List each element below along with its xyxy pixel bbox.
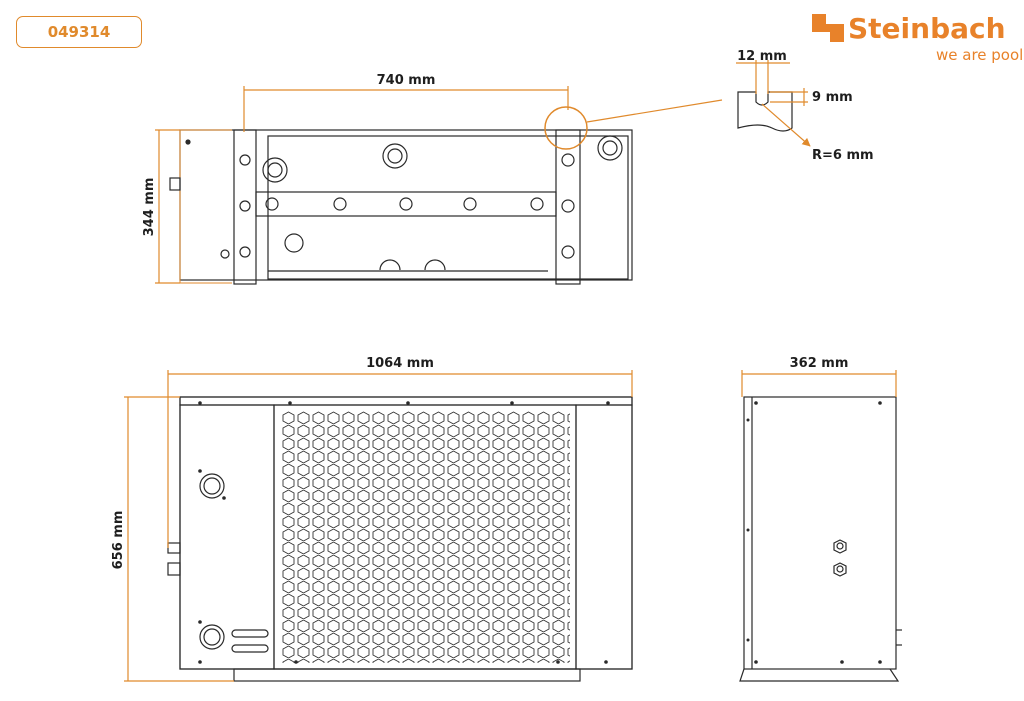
product-code: 049314 (47, 23, 111, 41)
port-connector (382, 143, 408, 169)
side-base (739, 668, 900, 682)
side-fitting (167, 542, 181, 554)
dim-side-depth-label: 362 mm (790, 356, 849, 371)
side-fitting (833, 539, 847, 554)
front-base (233, 668, 581, 682)
front-top-lid (179, 396, 633, 406)
port-connector (602, 140, 618, 156)
port-connector (284, 233, 304, 253)
rail-hole (265, 197, 279, 211)
dim-radius-label: R=6 mm (812, 148, 874, 163)
small-fitting (220, 249, 230, 259)
side-fitting (833, 562, 847, 577)
outlet-port (199, 624, 225, 650)
port-connector (267, 162, 283, 178)
bracket-hole (561, 199, 575, 213)
dim-front-height-label: 656 mm (111, 511, 126, 570)
slot-detail (736, 60, 811, 147)
front-fan-grille (281, 411, 570, 663)
screw (185, 139, 191, 145)
front-right-panel (575, 404, 633, 670)
port-connector (597, 135, 623, 161)
front-view (167, 396, 633, 682)
right-bracket (555, 129, 581, 285)
left-bracket (233, 129, 257, 285)
side-view (739, 396, 902, 682)
dim-front-width-label: 1064 mm (366, 356, 434, 371)
side-fitting (169, 177, 181, 191)
detail-leader-line (586, 99, 723, 123)
top-view-rail (255, 191, 557, 217)
front-view-dimensions (124, 370, 633, 682)
port-connector (262, 157, 288, 183)
outlet-port (203, 628, 221, 646)
dim-top-width-label: 740 mm (377, 73, 436, 88)
top-view-inner-frame (267, 135, 629, 280)
dim-slot-width-label: 12 mm (737, 49, 787, 64)
side-outline (743, 396, 897, 670)
top-view (169, 99, 723, 285)
bracket-hole (561, 245, 575, 259)
top-view-dimensions (155, 86, 569, 284)
dim-slot-depth-label: 9 mm (812, 90, 853, 105)
product-code-badge: 049314 (16, 16, 142, 48)
steinbach-logo-icon (812, 14, 844, 42)
bracket-hole (239, 154, 251, 166)
brand-name: Steinbach (848, 12, 1006, 45)
vent-slot (231, 629, 269, 638)
vent-slot (231, 644, 269, 653)
bracket-hole (561, 153, 575, 167)
port-connector (387, 148, 403, 164)
brand-slogan: we are pool (936, 46, 1024, 64)
side-view-dimensions (741, 370, 897, 397)
inlet-port (199, 473, 225, 499)
dim-top-height-label: 344 mm (142, 178, 157, 237)
port-connector (424, 259, 446, 271)
side-fitting (167, 562, 181, 576)
rail-hole (399, 197, 413, 211)
port-connector (379, 259, 401, 271)
detail-highlight-circle (544, 106, 588, 150)
rail-hole (333, 197, 347, 211)
rail-hole (530, 197, 544, 211)
bracket-hole (239, 246, 251, 258)
brand-block: Steinbach we are pool (812, 10, 1024, 66)
bracket-hole (239, 200, 251, 212)
inlet-port (203, 477, 221, 495)
rail-hole (463, 197, 477, 211)
